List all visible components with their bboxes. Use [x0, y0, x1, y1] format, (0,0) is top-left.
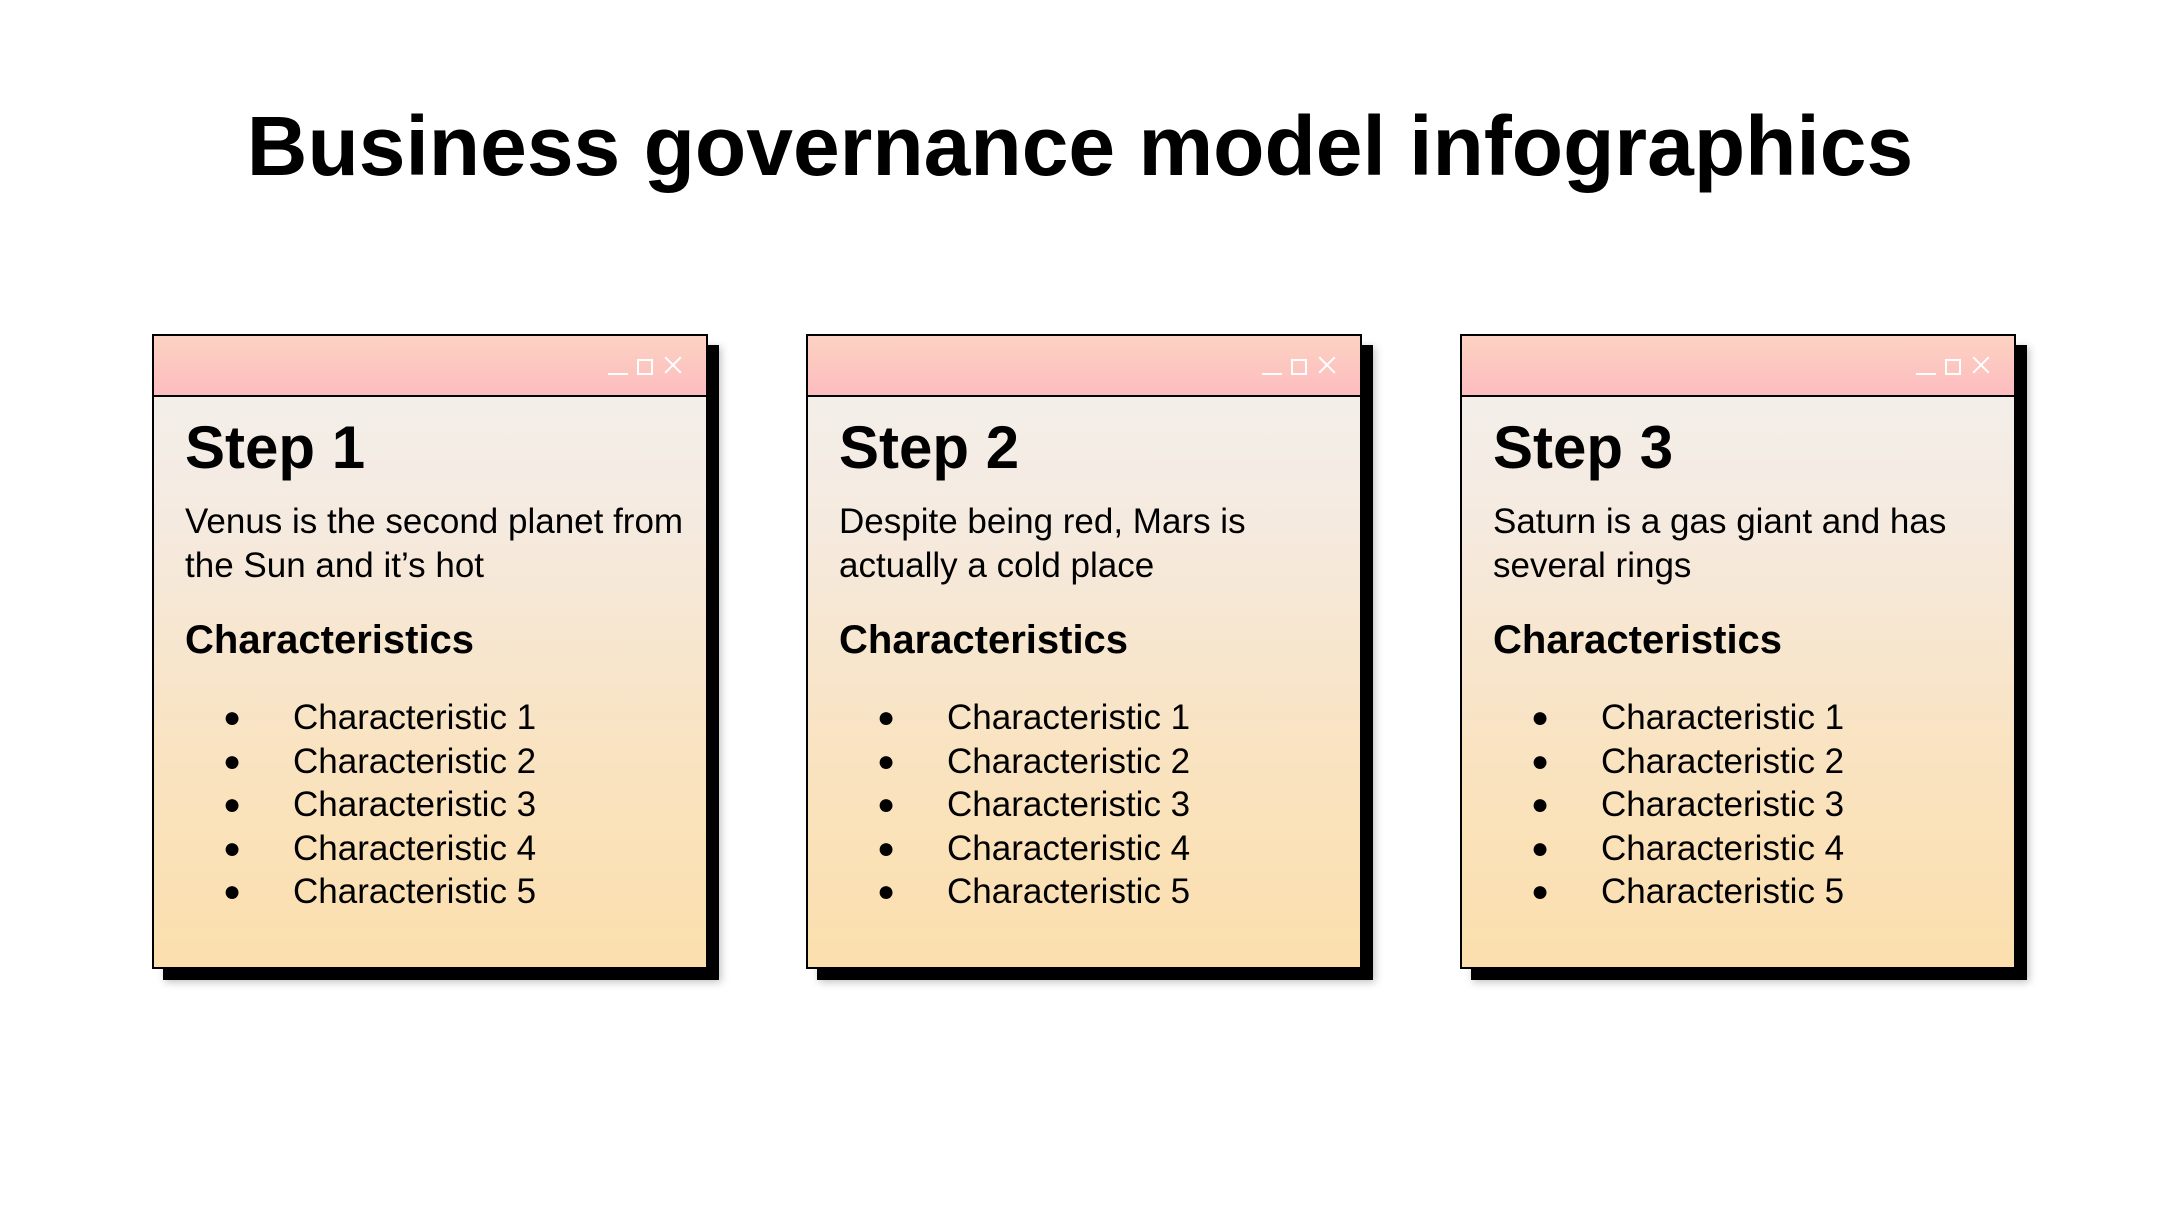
characteristic-item: ● Characteristic 4 [185, 827, 686, 871]
bullet-icon: ● [1531, 875, 1550, 908]
characteristic-item: ● Characteristic 5 [185, 870, 686, 914]
characteristic-label: Characteristic 5 [1601, 872, 1845, 911]
characteristic-item: ● Characteristic 3 [1493, 783, 1994, 827]
step-title: Step 2 [839, 414, 1020, 481]
characteristic-label: Characteristic 1 [1601, 698, 1845, 737]
characteristic-item: ● Characteristic 5 [839, 870, 1340, 914]
minimize-icon[interactable] [608, 373, 628, 375]
step-description: Venus is the second planet from the Sun … [185, 502, 684, 585]
window-titlebar [154, 336, 706, 397]
bullet-icon: ● [877, 701, 896, 734]
minimize-icon[interactable] [1916, 373, 1936, 375]
bullet-icon: ● [223, 831, 242, 865]
page-title: Business governance model infographics [246, 99, 1914, 193]
characteristic-label: Characteristic 3 [293, 785, 537, 824]
bullet-icon: ● [877, 875, 896, 908]
step-title: Step 3 [1493, 414, 1674, 481]
bullet-icon: ● [1531, 744, 1550, 778]
characteristic-item: ● Characteristic 1 [839, 696, 1340, 740]
close-icon[interactable] [662, 354, 684, 376]
characteristics-list: ● Characteristic 1 ● Characteristic 2 ● Cha… [1493, 696, 1994, 914]
characteristic-item: ● Characteristic 4 [1493, 827, 1994, 871]
step-card-1: Step 1 Venus is the second planet from t… [152, 334, 708, 969]
window-controls [608, 354, 684, 376]
step-card-2: Step 2 Despite being red, Mars is actual… [806, 334, 1362, 969]
bullet-icon: ● [877, 831, 896, 865]
step-description: Despite being red, Mars is actually a co… [839, 502, 1246, 585]
minimize-icon[interactable] [1262, 373, 1282, 375]
characteristic-item: ● Characteristic 1 [185, 696, 686, 740]
step-description: Saturn is a gas giant and has several ri… [1493, 502, 1947, 585]
window-controls [1262, 354, 1338, 376]
close-icon[interactable] [1970, 354, 1992, 376]
characteristic-item: ● Characteristic 2 [1493, 740, 1994, 784]
maximize-icon[interactable] [1291, 359, 1307, 375]
characteristic-label: Characteristic 2 [293, 741, 537, 781]
characteristic-item: ● Characteristic 3 [839, 783, 1340, 827]
characteristic-label: Characteristic 2 [1601, 741, 1845, 781]
characteristic-label: Characteristic 5 [947, 872, 1191, 911]
characteristic-item: ● Characteristic 2 [839, 740, 1340, 784]
step-card-3: Step 3 Saturn is a gas giant and has sev… [1460, 334, 2016, 969]
characteristics-heading: Characteristics [185, 618, 475, 662]
window-controls [1916, 354, 1992, 376]
characteristic-label: Characteristic 2 [947, 741, 1191, 781]
characteristic-label: Characteristic 4 [947, 828, 1191, 868]
characteristic-label: Characteristic 3 [947, 785, 1191, 824]
card-body: Step 3 Saturn is a gas giant and has sev… [1493, 414, 1994, 914]
characteristics-heading: Characteristics [1493, 618, 1783, 662]
close-icon[interactable] [1316, 354, 1338, 376]
characteristic-item: ● Characteristic 2 [185, 740, 686, 784]
characteristic-item: ● Characteristic 4 [839, 827, 1340, 871]
card-body: Step 1 Venus is the second planet from t… [185, 414, 686, 914]
characteristics-list: ● Characteristic 1 ● Characteristic 2 ● Cha… [839, 696, 1340, 914]
characteristic-item: ● Characteristic 1 [1493, 696, 1994, 740]
characteristic-label: Characteristic 4 [293, 828, 537, 868]
bullet-icon: ● [1531, 831, 1550, 865]
bullet-icon: ● [223, 788, 242, 821]
characteristics-heading: Characteristics [839, 618, 1129, 662]
bullet-icon: ● [1531, 701, 1550, 734]
bullet-icon: ● [223, 875, 242, 908]
characteristic-label: Characteristic 1 [293, 698, 537, 737]
bullet-icon: ● [1531, 788, 1550, 821]
bullet-icon: ● [877, 744, 896, 778]
characteristic-label: Characteristic 4 [1601, 828, 1845, 868]
maximize-icon[interactable] [1945, 359, 1961, 375]
bullet-icon: ● [223, 701, 242, 734]
characteristic-item: ● Characteristic 5 [1493, 870, 1994, 914]
bullet-icon: ● [877, 788, 896, 821]
characteristic-item: ● Characteristic 3 [185, 783, 686, 827]
card-body: Step 2 Despite being red, Mars is actual… [839, 414, 1340, 914]
characteristics-list: ● Characteristic 1 ● Characteristic 2 ● Cha… [185, 696, 686, 914]
maximize-icon[interactable] [637, 359, 653, 375]
step-title: Step 1 [185, 414, 366, 481]
characteristic-label: Characteristic 5 [293, 872, 537, 911]
window-titlebar [1462, 336, 2014, 397]
characteristic-label: Characteristic 3 [1601, 785, 1845, 824]
window-titlebar [808, 336, 1360, 397]
characteristic-label: Characteristic 1 [947, 698, 1191, 737]
bullet-icon: ● [223, 744, 242, 778]
